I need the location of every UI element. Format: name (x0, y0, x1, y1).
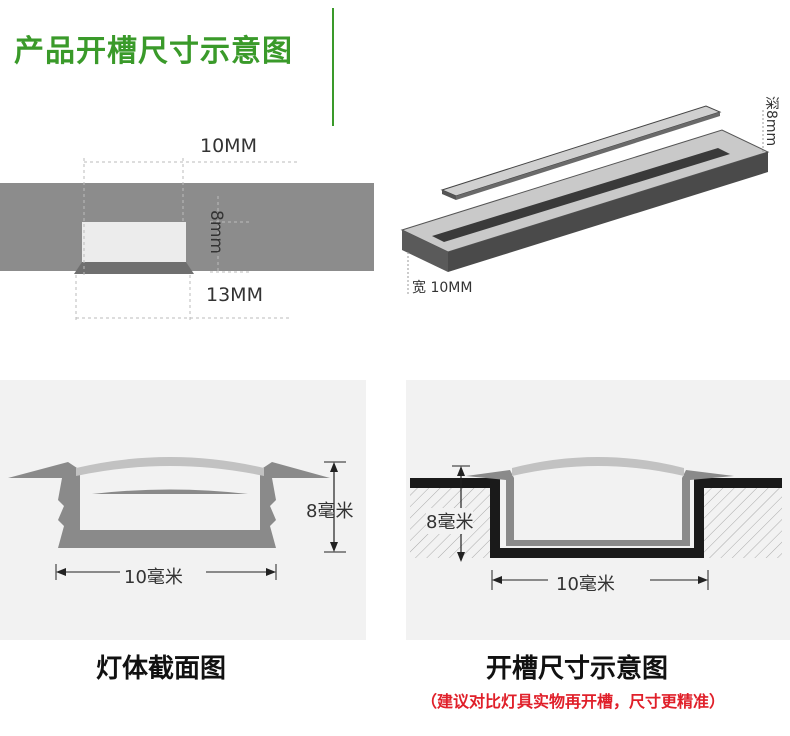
profile-strip-front (456, 112, 720, 200)
slot-wall-top (82, 183, 186, 222)
groove-note: （建议对比灯具实物再开槽，尺寸更精准） (421, 692, 726, 711)
slot-flange (74, 262, 194, 274)
slot-width-bottom-label: 13MM (206, 284, 263, 306)
groove-outline (410, 478, 782, 558)
groove-width-label: 10毫米 (556, 574, 615, 595)
page-title: 产品开槽尺寸示意图 (14, 34, 293, 69)
groove-diffuser (512, 457, 684, 476)
groove-profile-body (466, 470, 734, 546)
board-side-face (448, 152, 768, 272)
profile-width-label: 10毫米 (124, 567, 183, 588)
profile-caption: 灯体截面图 (96, 654, 227, 684)
title-divider (332, 8, 334, 126)
slot-width-top-label: 10MM (200, 135, 257, 157)
profile-diffuser (76, 457, 264, 476)
profile-height-label: 8毫米 (306, 501, 354, 522)
groove-caption: 开槽尺寸示意图 (486, 654, 669, 684)
board-front-face (402, 230, 448, 272)
board-right (186, 183, 374, 271)
board-groove (432, 148, 730, 242)
material-right (700, 486, 782, 558)
groove-cavity (518, 486, 680, 536)
profile-cavity (92, 494, 248, 530)
groove-height-label: 8毫米 (426, 508, 474, 534)
iso-width-label: 宽 10MM (412, 280, 473, 296)
profile-strip-side (442, 190, 456, 200)
board-left (0, 183, 82, 271)
